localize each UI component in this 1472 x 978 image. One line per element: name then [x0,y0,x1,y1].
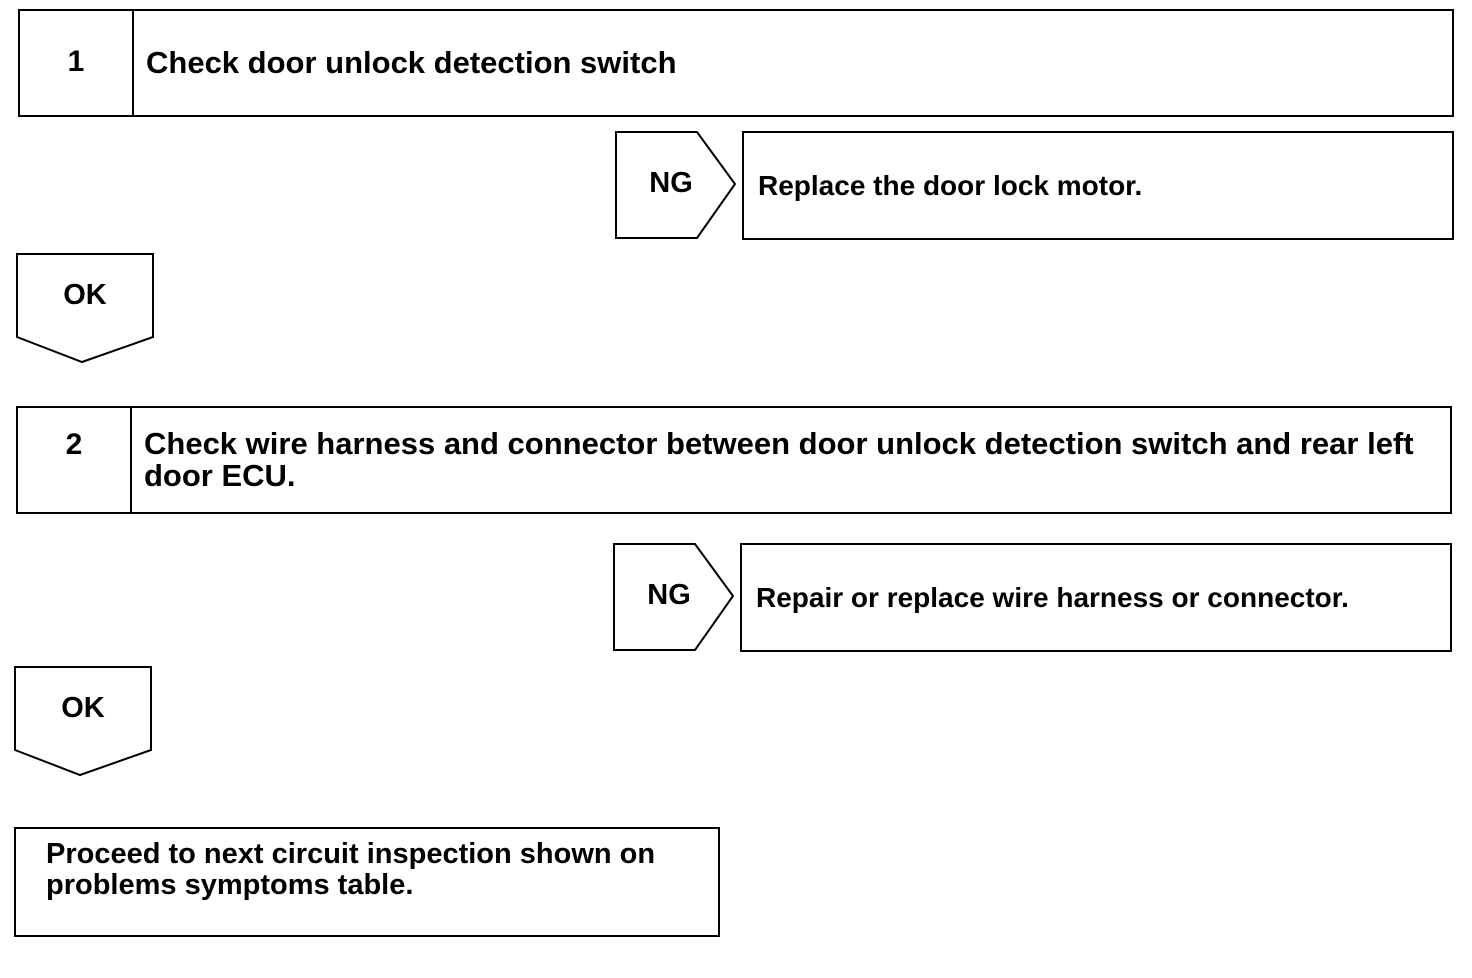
step-2-text: Check wire harness and connector between… [144,426,1414,493]
ng-2-label: NG [647,579,691,611]
ng-2-result: Repair or replace wire harness or connec… [740,543,1452,652]
ok-arrow-icon [16,253,154,364]
final-instruction-box: Proceed to next circuit inspection shown… [14,827,720,937]
ok-tag-2: OK [14,666,154,778]
ng-1-label: NG [649,167,693,199]
step-1-text: Check door unlock detection switch [146,45,677,80]
ng-tag-1: NG [615,131,737,241]
step-1-number: 1 [20,11,134,115]
ok-1-label: OK [63,279,107,311]
ok-2-label: OK [61,692,105,724]
ng-arrow-icon [613,543,735,651]
step-1-box: 1 Check door unlock detection switch [18,9,1454,117]
step-2-number: 2 [18,408,132,512]
ng-arrow-icon [615,131,737,239]
ng-tag-2: NG [613,543,735,653]
ng-1-result: Replace the door lock motor. [742,131,1454,240]
ok-tag-1: OK [16,253,156,365]
step-2-box: 2 Check wire harness and connector betwe… [16,406,1452,514]
ok-arrow-icon [14,666,152,777]
